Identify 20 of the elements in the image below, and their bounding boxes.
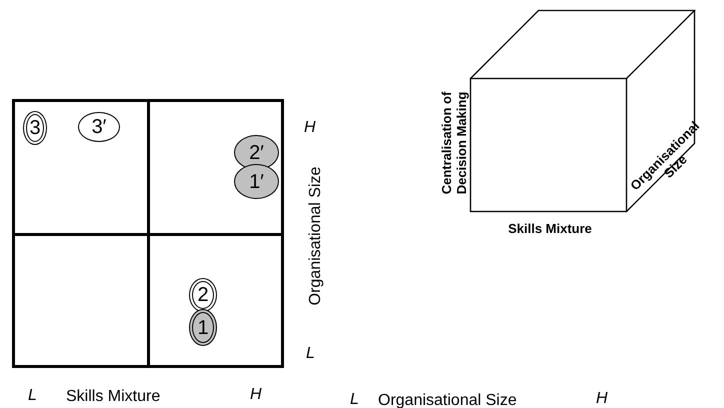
grid-quadrant <box>147 99 284 236</box>
numbered-ellipse: 3′ <box>78 112 120 142</box>
axis-end-label: H <box>596 389 608 408</box>
axis-end-label: H <box>304 118 316 138</box>
numbered-ellipse: 1 <box>189 309 217 346</box>
axis-end-label: L <box>28 386 37 406</box>
grid-quadrant <box>147 233 284 368</box>
axis-title: Organisational Size <box>378 391 517 408</box>
axis-end-label: L <box>306 344 315 364</box>
grid-quadrant <box>12 99 150 236</box>
numbered-ellipse: 2 <box>189 278 217 312</box>
grid-quadrant <box>12 233 150 368</box>
axis-title: Skills Mixture <box>507 220 593 238</box>
axis-title: Organisational Size <box>306 166 325 308</box>
axis-end-label: L <box>350 390 359 408</box>
axis-title: Centralisation of Decision Making <box>439 90 469 196</box>
numbered-ellipse: 3 <box>23 111 47 145</box>
axis-end-label: H <box>250 385 262 405</box>
numbered-ellipse: 1′ <box>234 164 279 199</box>
axis-title: Skills Mixture <box>66 387 160 407</box>
